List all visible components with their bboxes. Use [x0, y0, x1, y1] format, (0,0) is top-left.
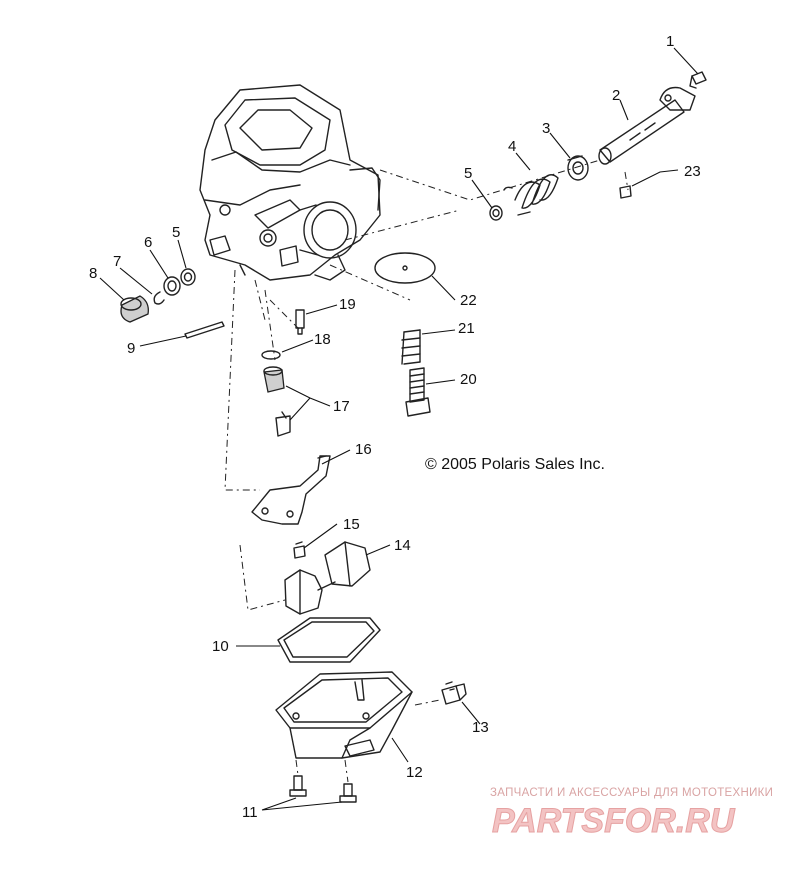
callout-13: 13	[472, 719, 489, 736]
callout-23: 23	[684, 163, 701, 180]
callout-5b: 5	[172, 224, 180, 241]
part-10-gasket	[277, 617, 381, 663]
callout-1: 1	[666, 33, 674, 50]
callout-18: 18	[314, 331, 331, 348]
part-18-oring	[261, 350, 281, 360]
callout-16: 16	[355, 441, 372, 458]
callout-5a: 5	[464, 165, 472, 182]
carburetor-body	[199, 84, 381, 281]
part-13-drain-screw	[441, 681, 467, 705]
part-5-seal-left	[180, 268, 196, 286]
callout-22: 22	[460, 292, 477, 309]
part-16-bracket	[251, 455, 331, 525]
part-4-spring	[503, 174, 559, 216]
part-22-plate	[374, 252, 436, 284]
callout-2: 2	[612, 87, 620, 104]
callout-8: 8	[89, 265, 97, 282]
part-6-washer	[163, 276, 181, 296]
part-5-seal-right	[489, 205, 503, 221]
part-1-screw	[689, 71, 707, 89]
callout-9: 9	[127, 340, 135, 357]
part-12-float-bowl	[275, 671, 413, 759]
callout-7: 7	[113, 253, 121, 270]
part-21-spring	[401, 329, 421, 365]
callout-10: 10	[212, 638, 229, 655]
callout-labels: 1 2 3 4 5 5 6 7 8 9 10 11 12 13 14 15 16…	[89, 33, 701, 821]
leader-lines	[99, 47, 699, 811]
watermark-logo: PARTSFOR.RU	[492, 802, 736, 840]
callout-21: 21	[458, 320, 475, 337]
part-23-screw	[619, 185, 632, 199]
callout-14: 14	[394, 537, 411, 554]
part-19-jet	[295, 309, 305, 335]
callout-20: 20	[460, 371, 477, 388]
part-8-cap	[120, 295, 149, 323]
part-11-screws	[289, 775, 357, 803]
part-7-clip	[153, 291, 165, 305]
callout-6: 6	[144, 234, 152, 251]
callout-19: 19	[339, 296, 356, 313]
watermark: ЗАПЧАСТИ И АКСЕССУАРЫ ДЛЯ МОТОТЕХНИКИ PA…	[490, 787, 773, 841]
part-9-pin	[184, 321, 225, 339]
part-20-screw	[405, 367, 431, 417]
callout-17: 17	[333, 398, 350, 415]
watermark-tagline: ЗАПЧАСТИ И АКСЕССУАРЫ ДЛЯ МОТОТЕХНИКИ	[490, 787, 773, 799]
callout-3: 3	[542, 120, 550, 137]
copyright-text: © 2005 Polaris Sales Inc.	[425, 456, 605, 473]
callout-15: 15	[343, 516, 360, 533]
callout-11: 11	[242, 804, 258, 821]
part-14-float	[284, 541, 371, 615]
part-3-bushing	[567, 155, 589, 181]
callout-4: 4	[508, 138, 516, 155]
callout-12: 12	[406, 764, 423, 781]
part-15-screw	[293, 541, 306, 559]
part-2-throttle-shaft	[598, 86, 696, 165]
part-17-jet-assembly	[263, 366, 291, 437]
